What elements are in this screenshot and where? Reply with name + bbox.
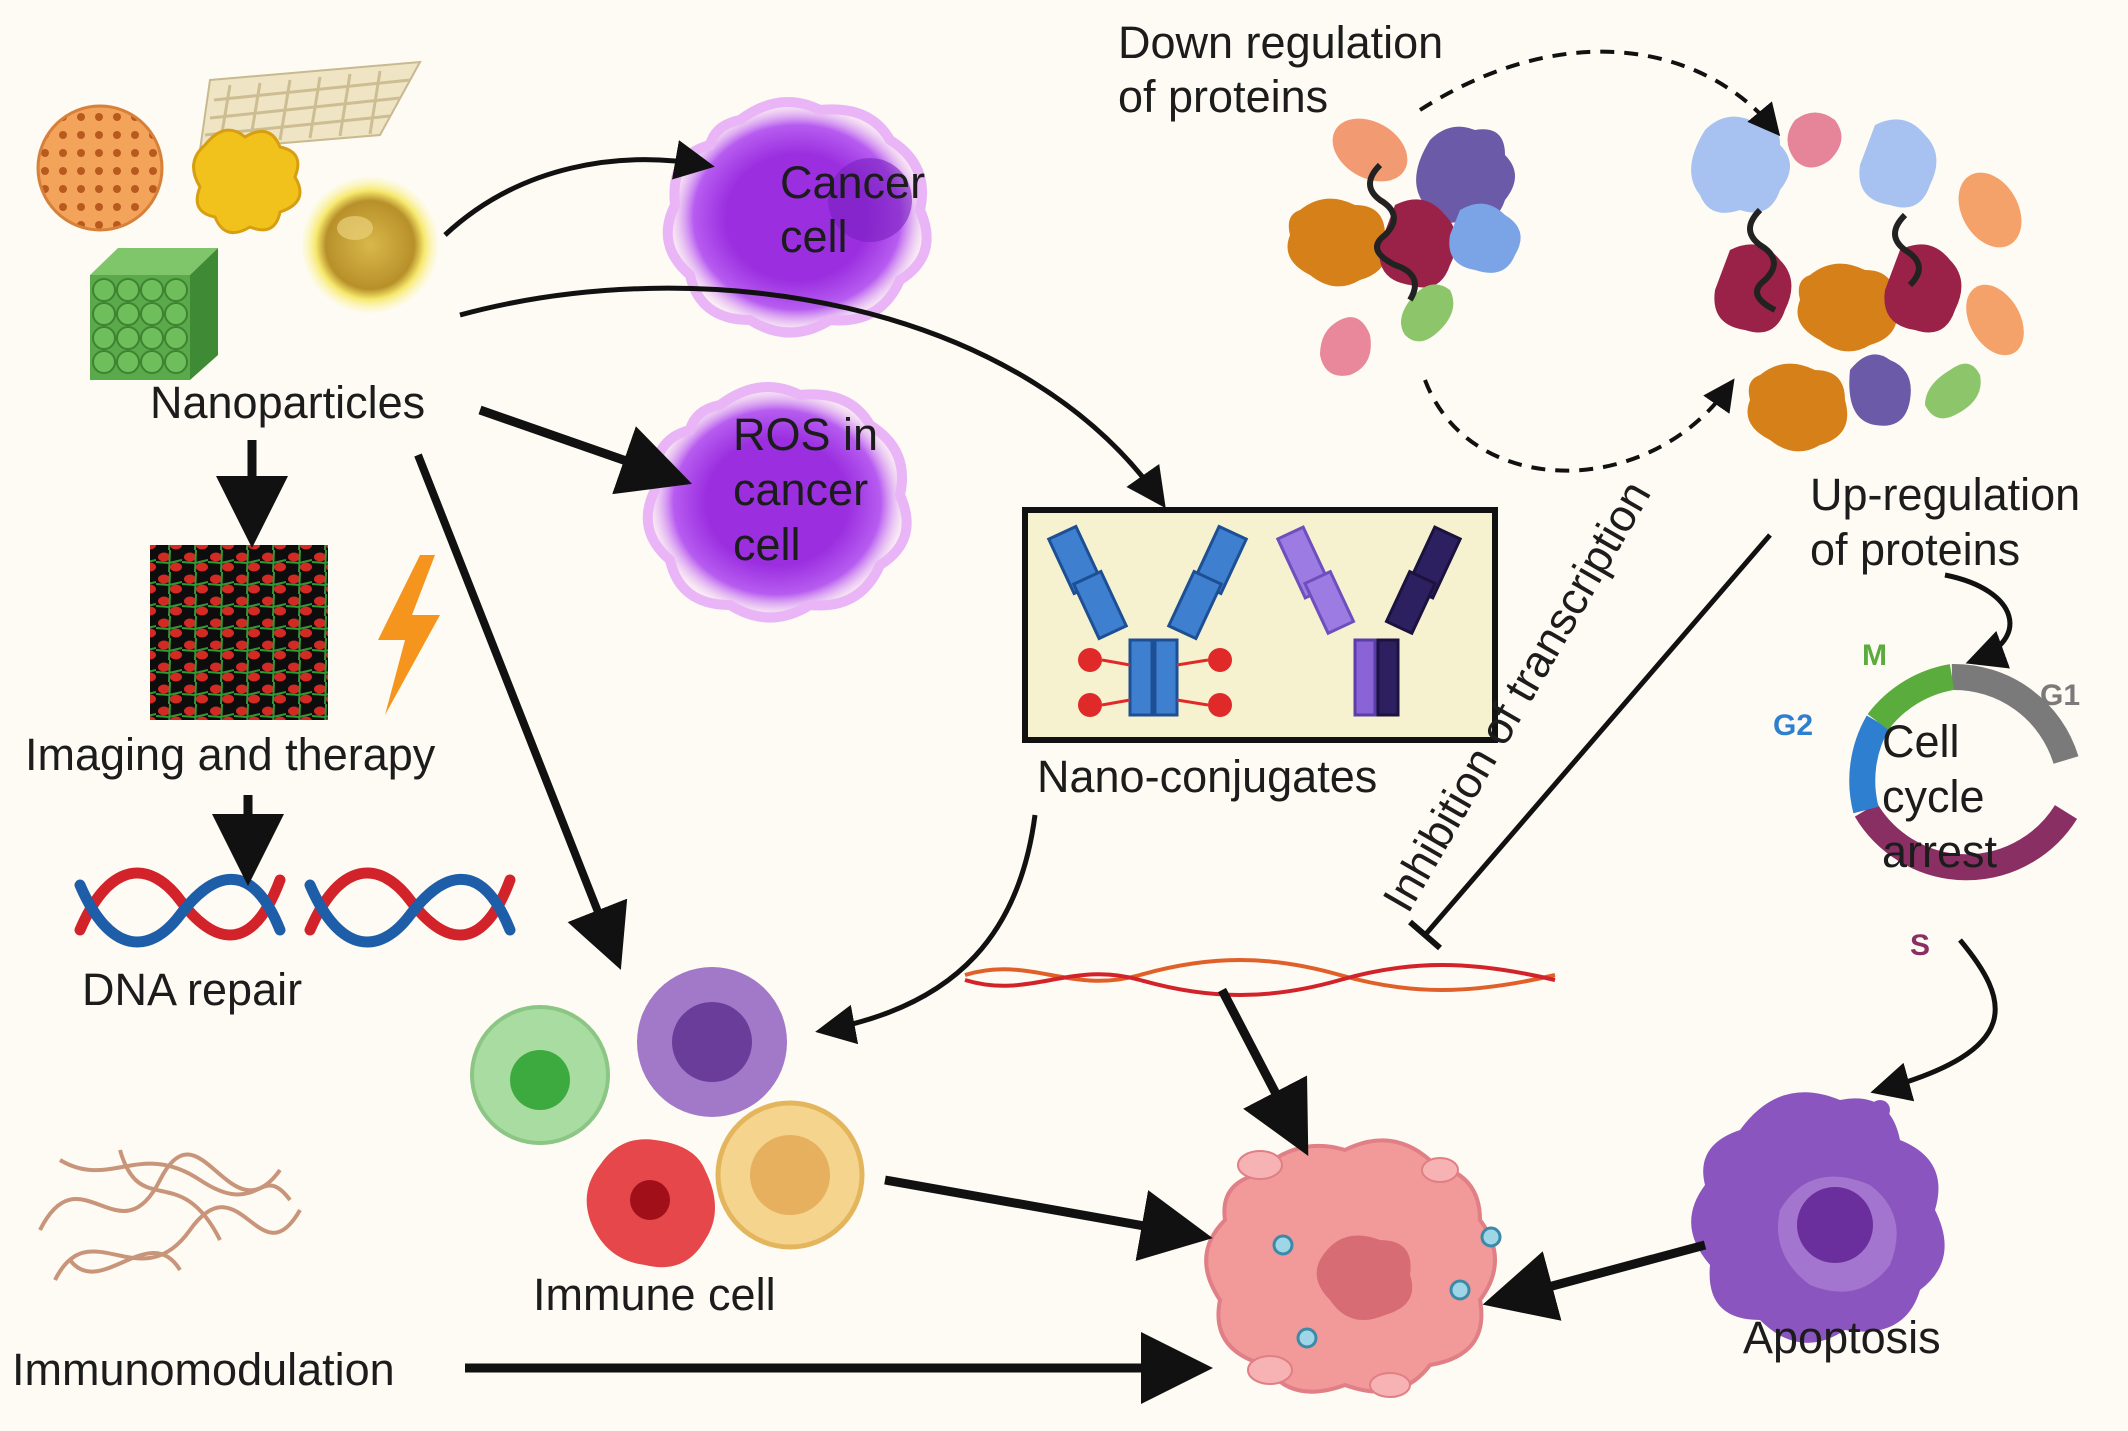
ros-label-line2: cancer <box>733 464 868 515</box>
apoptosis-label: Apoptosis <box>1743 1312 1941 1363</box>
antibody-blue-icon <box>1046 524 1249 717</box>
ros-label-line3: cell <box>733 519 801 570</box>
phase-g1-label: G1 <box>2040 679 2080 712</box>
cancer-cell-label-line1: Cancer <box>780 157 925 208</box>
phase-g2-label: G2 <box>1773 709 1813 742</box>
dna-icon <box>74 867 516 948</box>
immunomodulation-label: Immunomodulation <box>12 1344 395 1395</box>
phase-s-label: S <box>1910 929 1930 962</box>
down-regulation-label-line1: Down regulation <box>1118 17 1443 68</box>
phase-m-label: M <box>1862 639 1887 672</box>
cell-cycle-label-line1: Cell <box>1882 716 1960 767</box>
up-regulation-label-line2: of proteins <box>1810 524 2020 575</box>
conjugate-particles-icon <box>1078 648 1232 717</box>
down-regulation-label-line2: of proteins <box>1118 71 1328 122</box>
down-regulated-proteins-icon <box>1287 118 1521 376</box>
up-regulation-label-line1: Up-regulation <box>1810 469 2080 520</box>
apoptosis-cell-icon <box>1691 1092 1945 1343</box>
immune-cell-label: Immune cell <box>533 1269 776 1320</box>
immune-cells-icon <box>470 967 865 1268</box>
inhibition-line <box>1423 533 1772 937</box>
dna-strand-icon <box>964 958 1556 997</box>
cell-cycle-label-line3: arrest <box>1882 826 1998 877</box>
immunomodulation-fibers-icon <box>38 1149 302 1281</box>
flow-arrows <box>212 140 2013 1404</box>
inhibition-bar <box>1408 919 1442 951</box>
imaging-label: Imaging and therapy <box>25 729 436 780</box>
cell-cycle-ring <box>1849 663 2079 881</box>
imaging-microscopy-icon <box>150 545 328 720</box>
cancer-cell-icon <box>662 97 932 338</box>
nano-conjugates-label: Nano-conjugates <box>1037 751 1377 802</box>
nanoparticles-icon <box>36 60 438 380</box>
tumor-icon <box>1204 1138 1502 1398</box>
up-regulated-proteins-icon <box>1691 112 2024 452</box>
dna-repair-label: DNA repair <box>82 964 302 1015</box>
nanoparticles-label: Nanoparticles <box>150 377 425 428</box>
lightning-icon <box>378 555 440 715</box>
antibody-purple-icon <box>1275 525 1463 717</box>
cell-cycle-label-line2: cycle <box>1882 771 1985 822</box>
cancer-cell-label-line2: cell <box>780 211 848 262</box>
ros-label-line1: ROS in <box>733 409 878 460</box>
